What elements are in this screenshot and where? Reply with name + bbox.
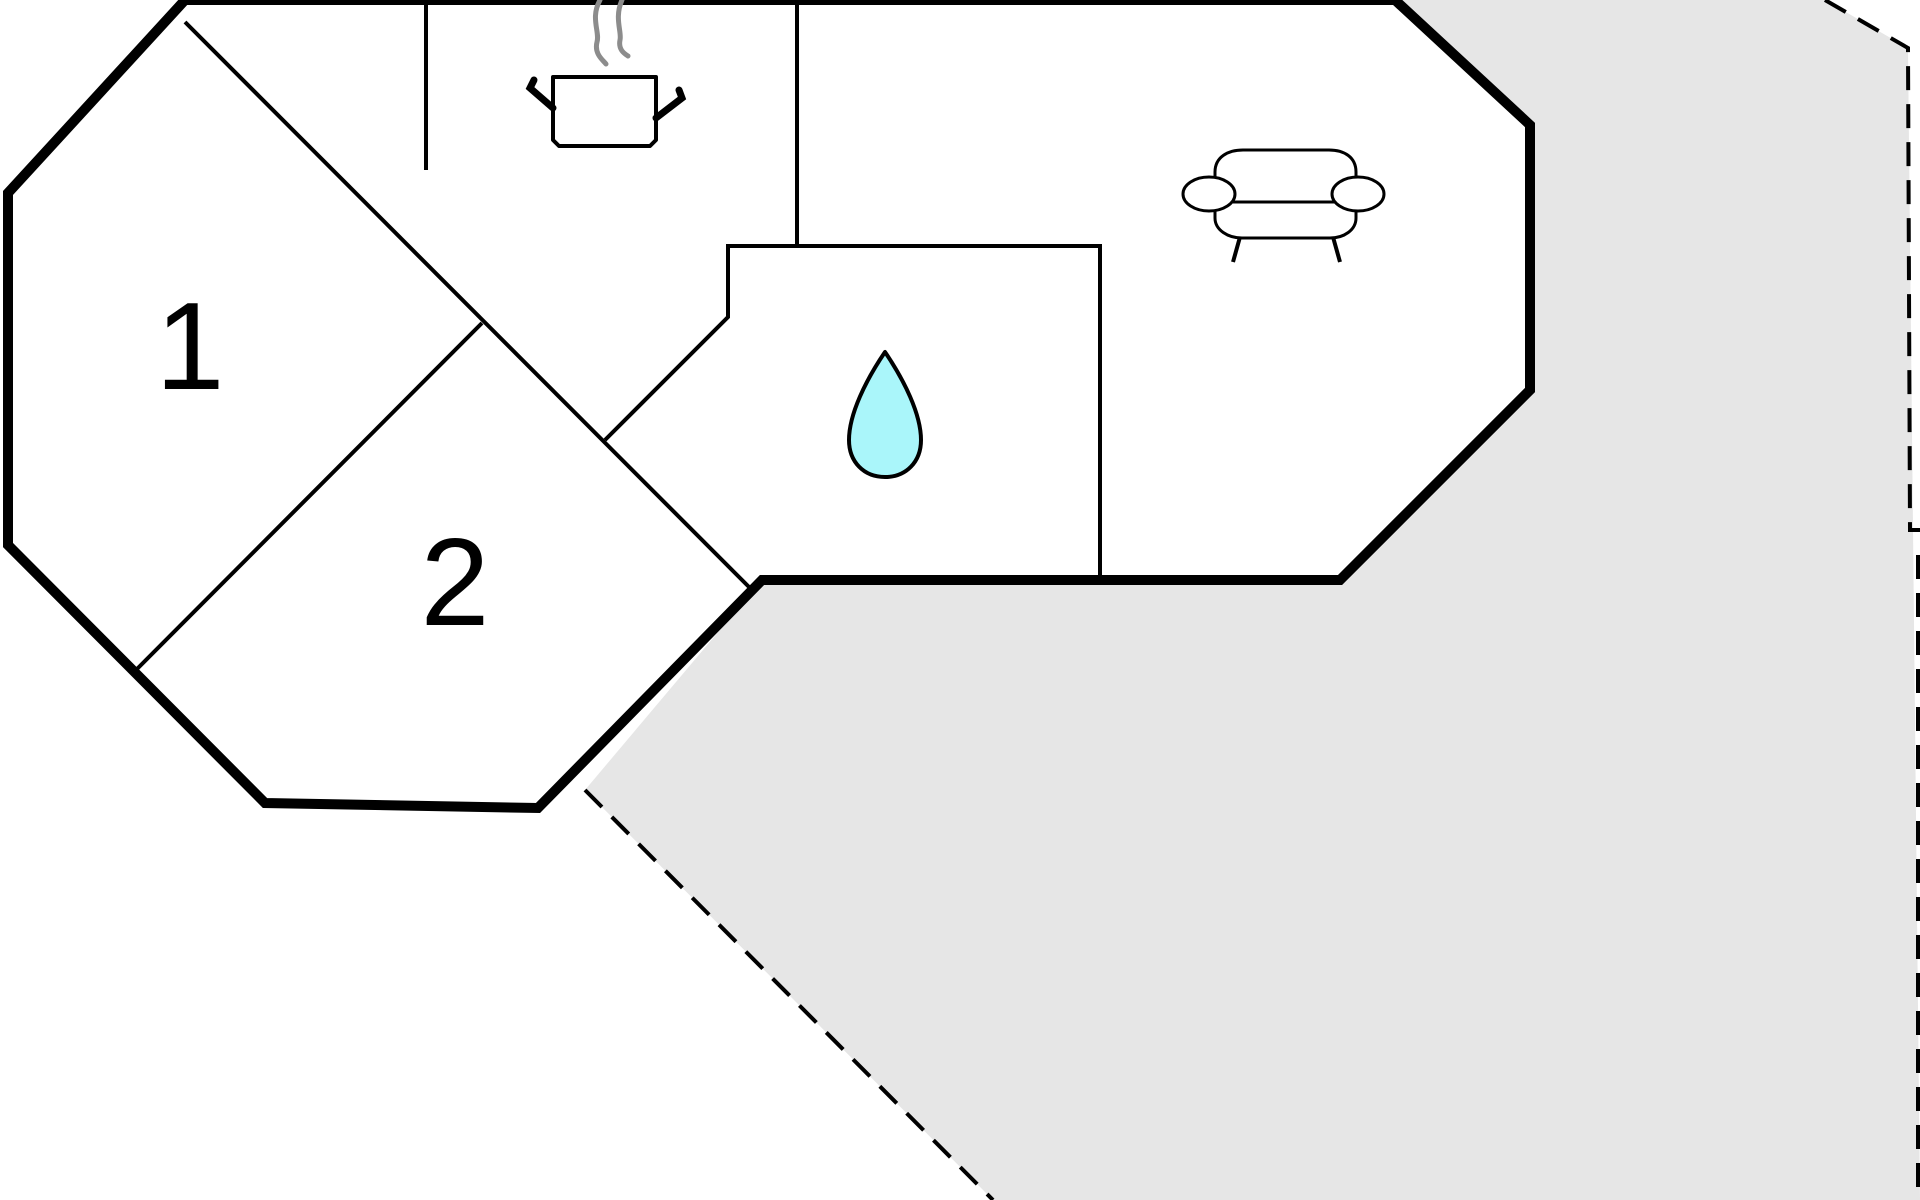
room-label-2: 2 (421, 514, 490, 652)
room-label-1: 1 (156, 278, 225, 416)
terrace-area (585, 0, 1920, 1200)
interior-walls (134, 0, 1102, 672)
cooking-pot-icon (525, 0, 687, 148)
house-floor (8, 0, 1530, 808)
water-drop-icon (847, 350, 923, 479)
exterior-walls (3, 0, 1535, 814)
terrace-dashed-border (583, 0, 1920, 1200)
sofa-icon (1181, 148, 1386, 263)
